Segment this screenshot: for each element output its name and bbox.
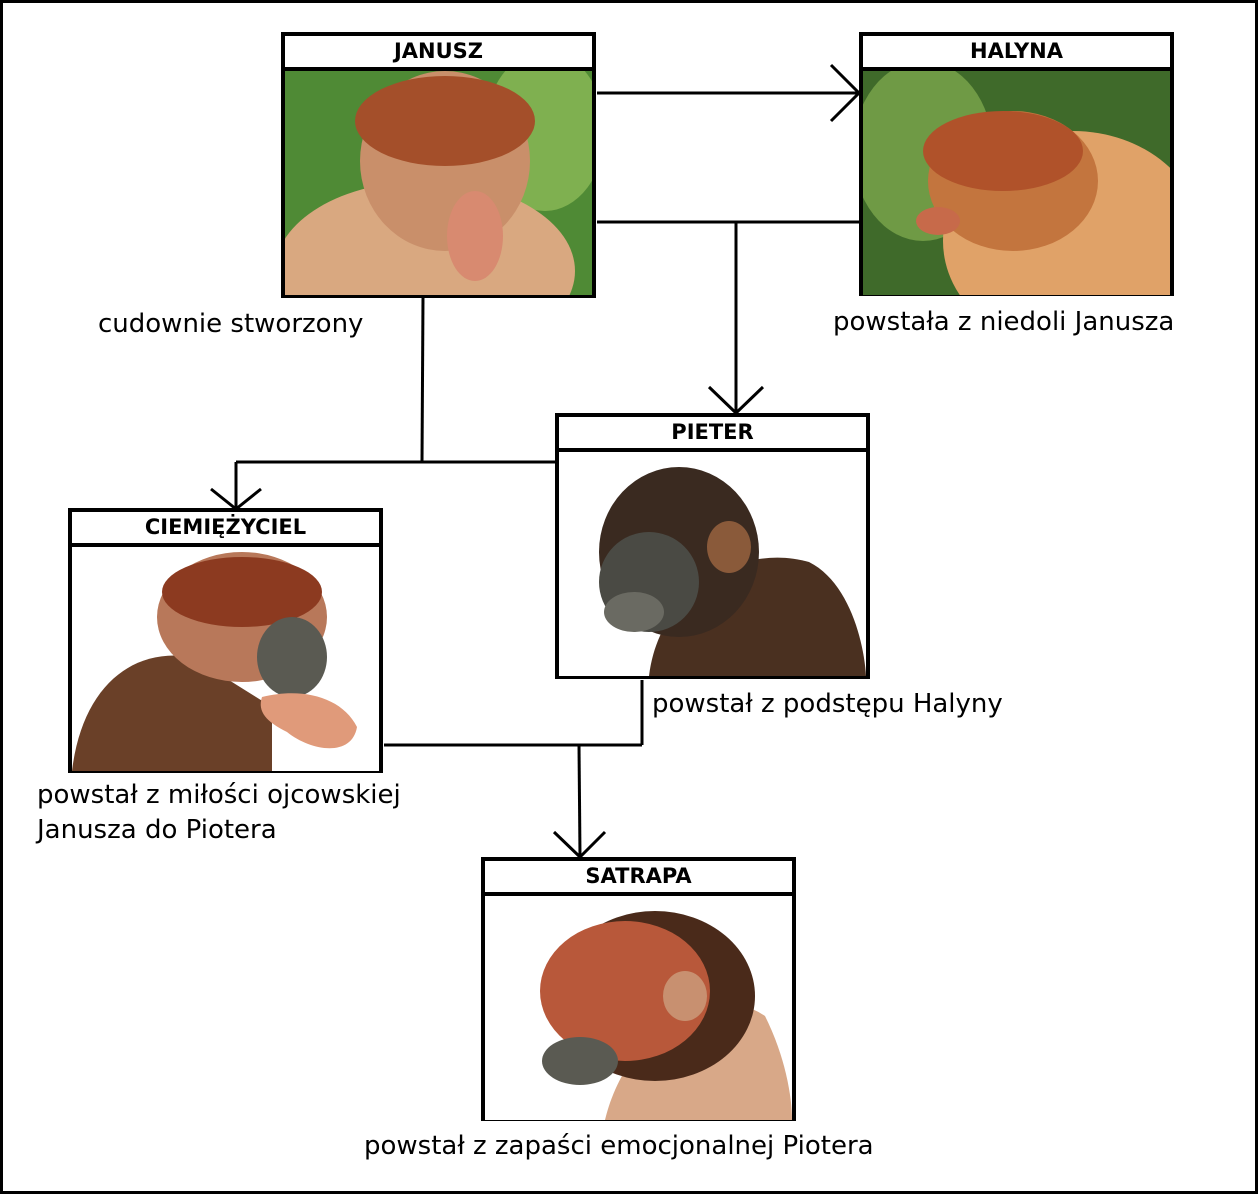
node-title: JANUSZ	[285, 36, 592, 71]
node-title: HALYNA	[863, 36, 1170, 71]
caption-janusz: cudownie stworzony	[98, 309, 364, 339]
ciemiezyciel-photo	[72, 547, 379, 771]
satrapa-photo	[485, 896, 792, 1120]
caption-ciemiezyciel-line2: Janusza do Piotera	[37, 815, 277, 845]
node-janusz: JANUSZ	[281, 32, 596, 298]
caption-halyna: powstała z niedoli Janusza	[833, 307, 1175, 337]
arrow-to-satrapa	[384, 680, 644, 860]
caption-pieter: powstał z podstępu Halyny	[652, 689, 1003, 719]
arrow-janusz-to-halyna	[597, 63, 862, 123]
node-ciemiezyciel: CIEMIĘŻYCIEL	[68, 508, 383, 773]
node-pieter: PIETER	[555, 413, 870, 679]
janusz-photo	[285, 71, 592, 295]
node-title: SATRAPA	[485, 861, 792, 896]
node-title: CIEMIĘŻYCIEL	[72, 512, 379, 547]
caption-satrapa: powstał z zapaści emocjonalnej Piotera	[364, 1131, 874, 1161]
pieter-photo	[559, 452, 866, 676]
caption-ciemiezyciel-line1: powstał z miłości ojcowskiej	[37, 780, 401, 810]
halyna-photo	[863, 71, 1170, 295]
node-satrapa: SATRAPA	[481, 857, 796, 1121]
arrow-parents-to-pieter	[597, 220, 860, 416]
node-title: PIETER	[559, 417, 866, 452]
node-halyna: HALYNA	[859, 32, 1174, 296]
